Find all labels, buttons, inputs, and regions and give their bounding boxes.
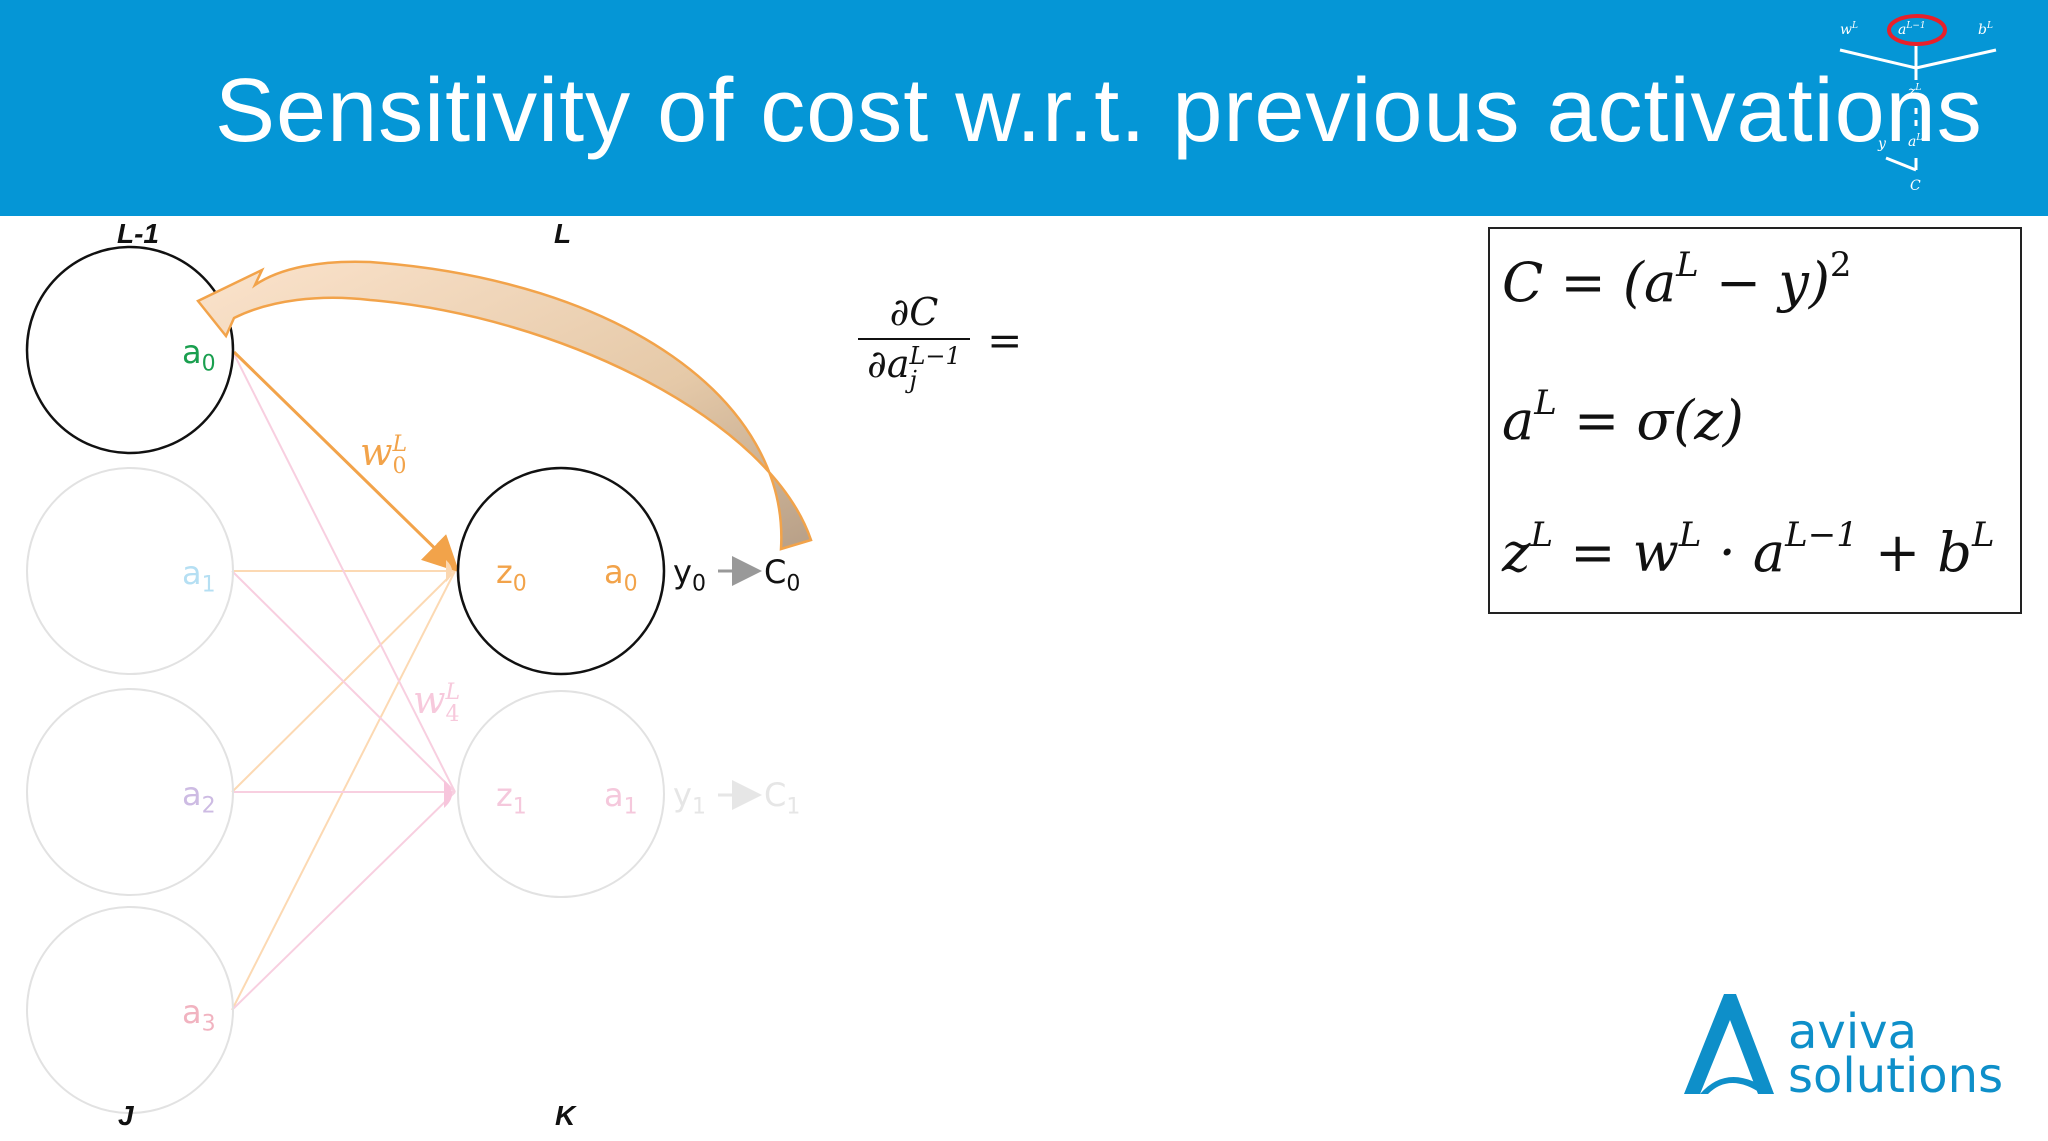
- neuron-label-z1: z1: [496, 776, 527, 820]
- joint-z0: [446, 560, 452, 582]
- tree-highlight-circle: [1887, 14, 1947, 46]
- neuron-curr-0: [456, 466, 666, 676]
- equation-cost: C = (aL − y)2: [1502, 245, 1852, 314]
- neuron-label-a1: a1: [182, 554, 216, 598]
- layer-label-prev-top: L-1: [117, 218, 159, 249]
- neuron-label-a1-curr: a1: [604, 776, 638, 820]
- neuron-prev-0: [25, 245, 235, 455]
- edge-a3-z1: [231, 791, 456, 1011]
- joint-z1: [444, 780, 452, 808]
- logo-line-1: aviva: [1788, 1004, 1917, 1060]
- tree-a-prev: aL−1: [1898, 21, 1926, 38]
- layer-label-curr-top: L: [554, 218, 572, 249]
- neuron-curr-1: [457, 690, 665, 898]
- derivative-equals: =: [987, 316, 1023, 366]
- equation-box: C = (aL − y)2 aL = σ(z) zL = wL · aL−1 +…: [1488, 227, 2022, 614]
- tree-b: bL: [1978, 21, 1993, 38]
- neuron-prev-1: [26, 467, 234, 675]
- cost-label-c0: C0: [764, 553, 801, 597]
- neuron-label-a0: a0: [182, 333, 216, 377]
- page-title: Sensitivity of cost w.r.t. previous acti…: [215, 61, 1983, 161]
- layer-label-curr-bottom: K: [555, 1100, 576, 1131]
- derivative-numerator: ∂C: [889, 290, 939, 334]
- logo-text: aviva solutions: [1788, 1004, 2004, 1104]
- dependency-tree: wL aL−1 bL zL y aL C: [1839, 14, 1997, 194]
- cost-label-c1: C1: [764, 776, 801, 820]
- output-label-y0: y0: [673, 553, 706, 597]
- neuron-prev-2: [26, 688, 234, 896]
- neuron-label-a2: a2: [182, 775, 216, 819]
- backprop-arrow: [196, 260, 813, 551]
- header-bar: Sensitivity of cost w.r.t. previous acti…: [0, 0, 2048, 216]
- tree-c: C: [1910, 178, 1921, 194]
- neuron-prev-3: [26, 906, 234, 1114]
- tree-z: zL: [1907, 83, 1921, 100]
- aviva-logo-icon: [1684, 994, 1774, 1094]
- neuron-label-z0: z0: [496, 553, 527, 597]
- tree-a: aL: [1908, 133, 1922, 150]
- tree-w: wL: [1840, 21, 1858, 38]
- equation-weighted-sum: zL = wL · aL−1 + bL: [1502, 515, 1995, 584]
- logo-line-2: solutions: [1788, 1048, 2004, 1104]
- network-diagram: [25, 245, 813, 1114]
- equation-activation: aL = σ(z): [1502, 383, 1744, 452]
- edge-a0-z0: [232, 350, 460, 573]
- layer-label-prev-bottom: J: [118, 1100, 134, 1131]
- output-label-y1: y1: [673, 776, 706, 820]
- neuron-label-a3: a3: [182, 993, 216, 1037]
- edge-a3-z0: [231, 570, 456, 1011]
- edge-a0-z1: [231, 349, 456, 793]
- tree-y: y: [1877, 136, 1887, 152]
- neuron-label-a0-curr: a0: [604, 553, 638, 597]
- edge-a1-z1: [231, 570, 456, 793]
